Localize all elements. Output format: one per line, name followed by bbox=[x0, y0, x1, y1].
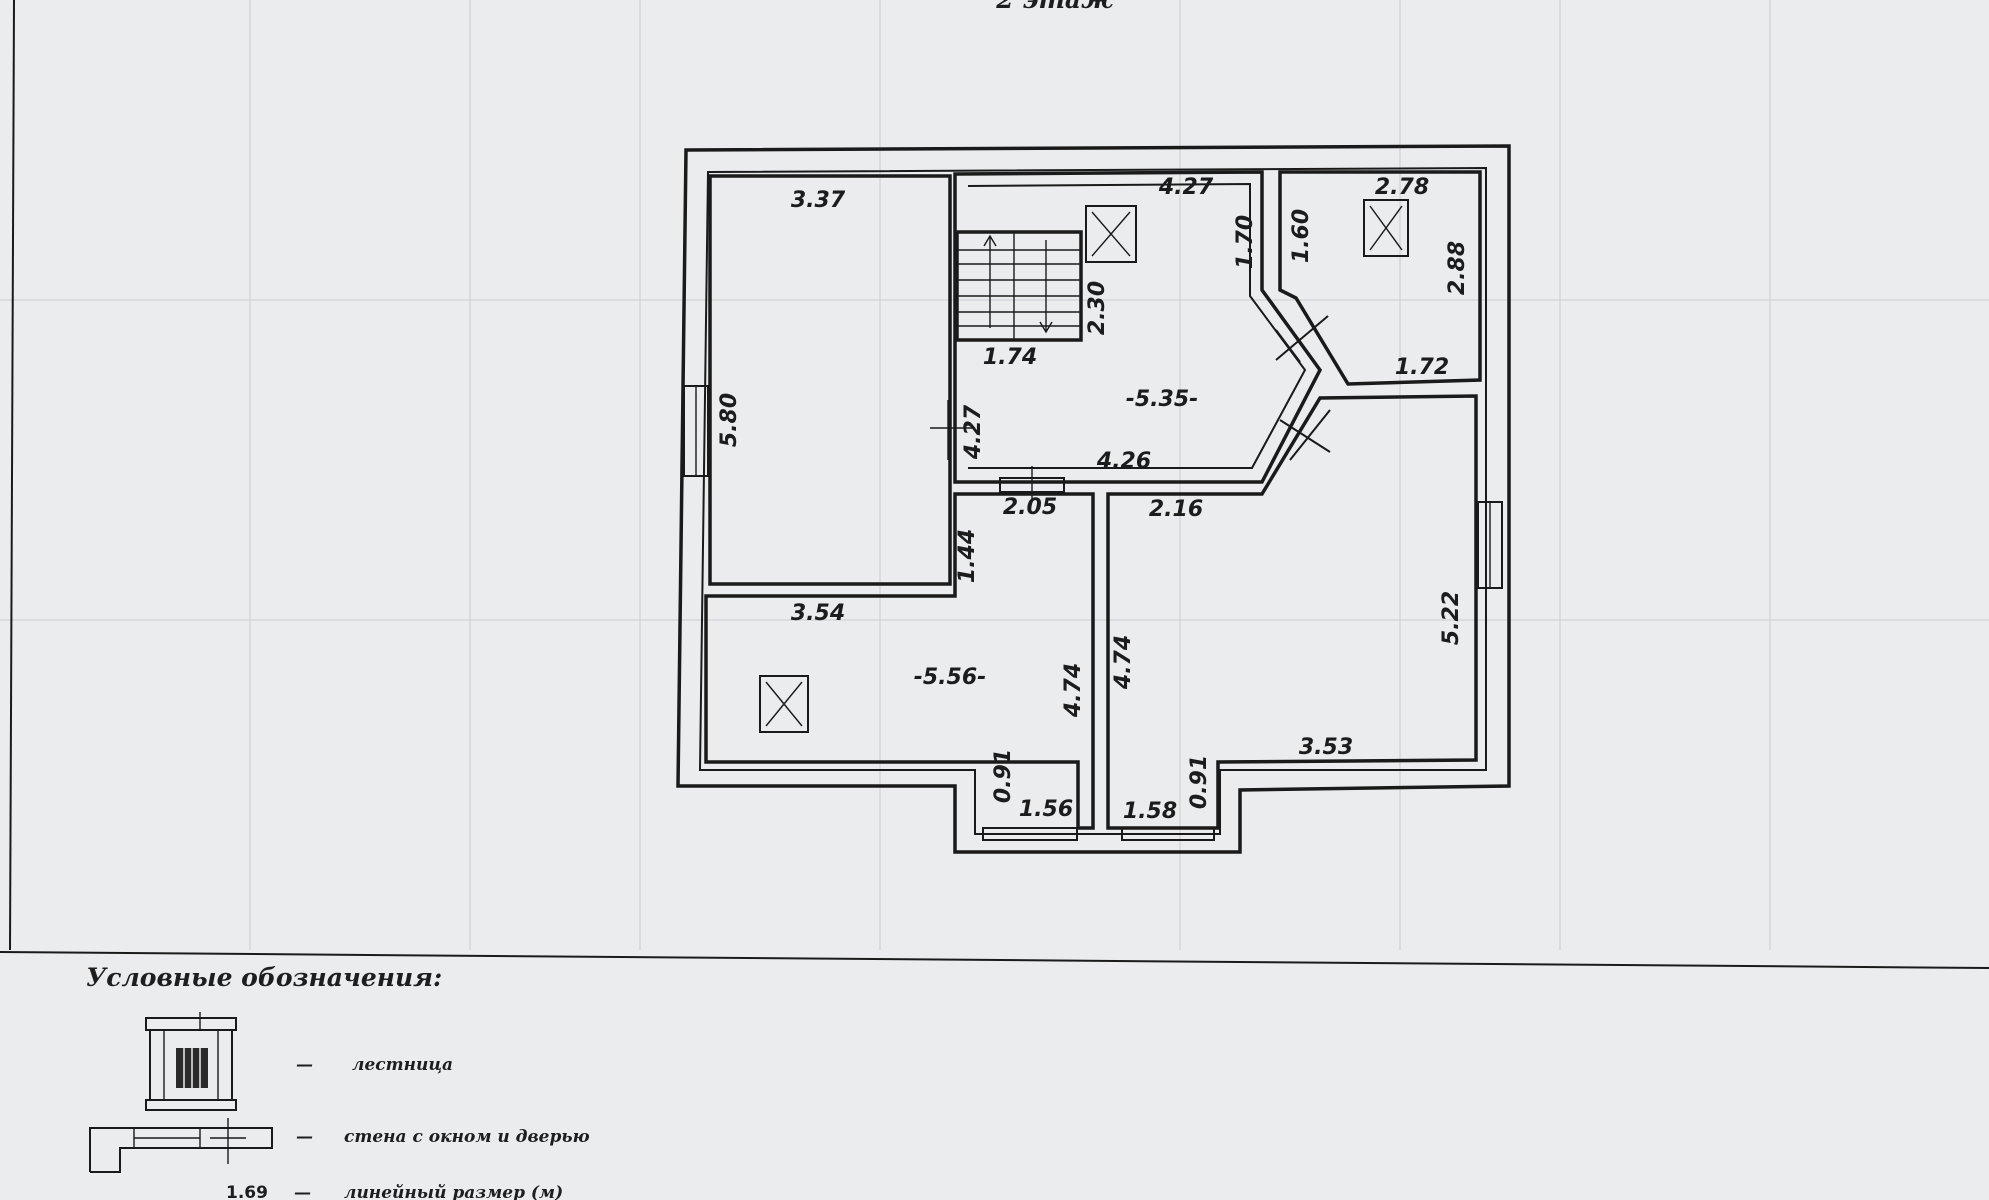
dim-5-35: -5.35- bbox=[1126, 387, 1199, 412]
dim-1-60: 1.60 bbox=[1289, 209, 1314, 263]
room-top-right bbox=[1278, 170, 1482, 386]
dim-4-27-side: 4.27 bbox=[961, 404, 986, 460]
legend-stairs-dash: — bbox=[296, 1055, 313, 1075]
dim-1-74: 1.74 bbox=[983, 345, 1037, 370]
room-top-left bbox=[708, 174, 952, 586]
dim-2-16: 2.16 bbox=[1149, 497, 1203, 522]
legend-linear-dash: — bbox=[294, 1183, 311, 1200]
door-diagonal-upper bbox=[1275, 315, 1329, 361]
dim-5-80: 5.80 bbox=[717, 393, 742, 447]
room-hall bbox=[953, 170, 1323, 484]
legend-wall-label: стена с окном и дверью bbox=[344, 1127, 590, 1147]
dim-5-56: -5.56- bbox=[914, 665, 987, 690]
dim-1-58: 1.58 bbox=[1123, 799, 1177, 824]
ventilation-box-bottom-left bbox=[759, 675, 809, 733]
dim-0-91-left: 0.91 bbox=[991, 749, 1016, 803]
dim-2-05: 2.05 bbox=[1003, 495, 1057, 520]
dim-1-56: 1.56 bbox=[1019, 797, 1073, 822]
dim-2-88: 2.88 bbox=[1445, 241, 1470, 295]
left-border-line bbox=[9, 0, 15, 951]
legend-stairs-symbol bbox=[145, 1012, 237, 1111]
legend-linear-value: 1.69 bbox=[226, 1183, 268, 1200]
dim-2-30: 2.30 bbox=[1085, 281, 1110, 335]
stairs bbox=[955, 230, 1083, 342]
dim-3-54: 3.54 bbox=[791, 601, 845, 626]
floor-label: 2 этаж bbox=[995, 0, 1115, 14]
floor-plan: 3.37 5.80 1.74 2.30 4.27 1.70 1.60 2.78 … bbox=[676, 144, 1511, 854]
door-diagonal-lower bbox=[1289, 409, 1331, 461]
dim-4-74-left: 4.74 bbox=[1061, 663, 1086, 718]
dim-3-53: 3.53 bbox=[1299, 735, 1353, 760]
dim-1-72: 1.72 bbox=[1395, 355, 1449, 380]
legend-stairs-label: лестница bbox=[352, 1055, 453, 1075]
dim-1-70: 1.70 bbox=[1233, 215, 1258, 269]
dim-5-22: 5.22 bbox=[1439, 591, 1464, 645]
room-bottom-left bbox=[704, 492, 1095, 830]
dim-4-27-top: 4.27 bbox=[1158, 175, 1214, 200]
outer-wall-inner bbox=[698, 166, 1487, 835]
dim-0-91-right: 0.91 bbox=[1187, 755, 1212, 809]
dim-1-44: 1.44 bbox=[955, 529, 980, 583]
legend-wall-dash: — bbox=[296, 1127, 313, 1147]
ventilation-box-top-right bbox=[1363, 199, 1409, 257]
dim-4-26: 4.26 bbox=[1096, 449, 1151, 474]
legend-wall-symbol bbox=[89, 1118, 273, 1173]
outer-wall-outer bbox=[676, 144, 1511, 854]
legend: Условные обозначения: — лестница — стена bbox=[86, 963, 590, 1200]
show-through-lines bbox=[0, 0, 1989, 950]
dim-2-78: 2.78 bbox=[1375, 175, 1429, 200]
legend-linear-label: линейный размер (м) bbox=[344, 1183, 563, 1200]
ventilation-box-hall bbox=[1085, 205, 1137, 263]
dim-4-74-right: 4.74 bbox=[1111, 635, 1136, 690]
legend-title: Условные обозначения: bbox=[86, 963, 442, 992]
legend-separator-line bbox=[0, 951, 1989, 969]
dim-3-37: 3.37 bbox=[791, 188, 846, 213]
